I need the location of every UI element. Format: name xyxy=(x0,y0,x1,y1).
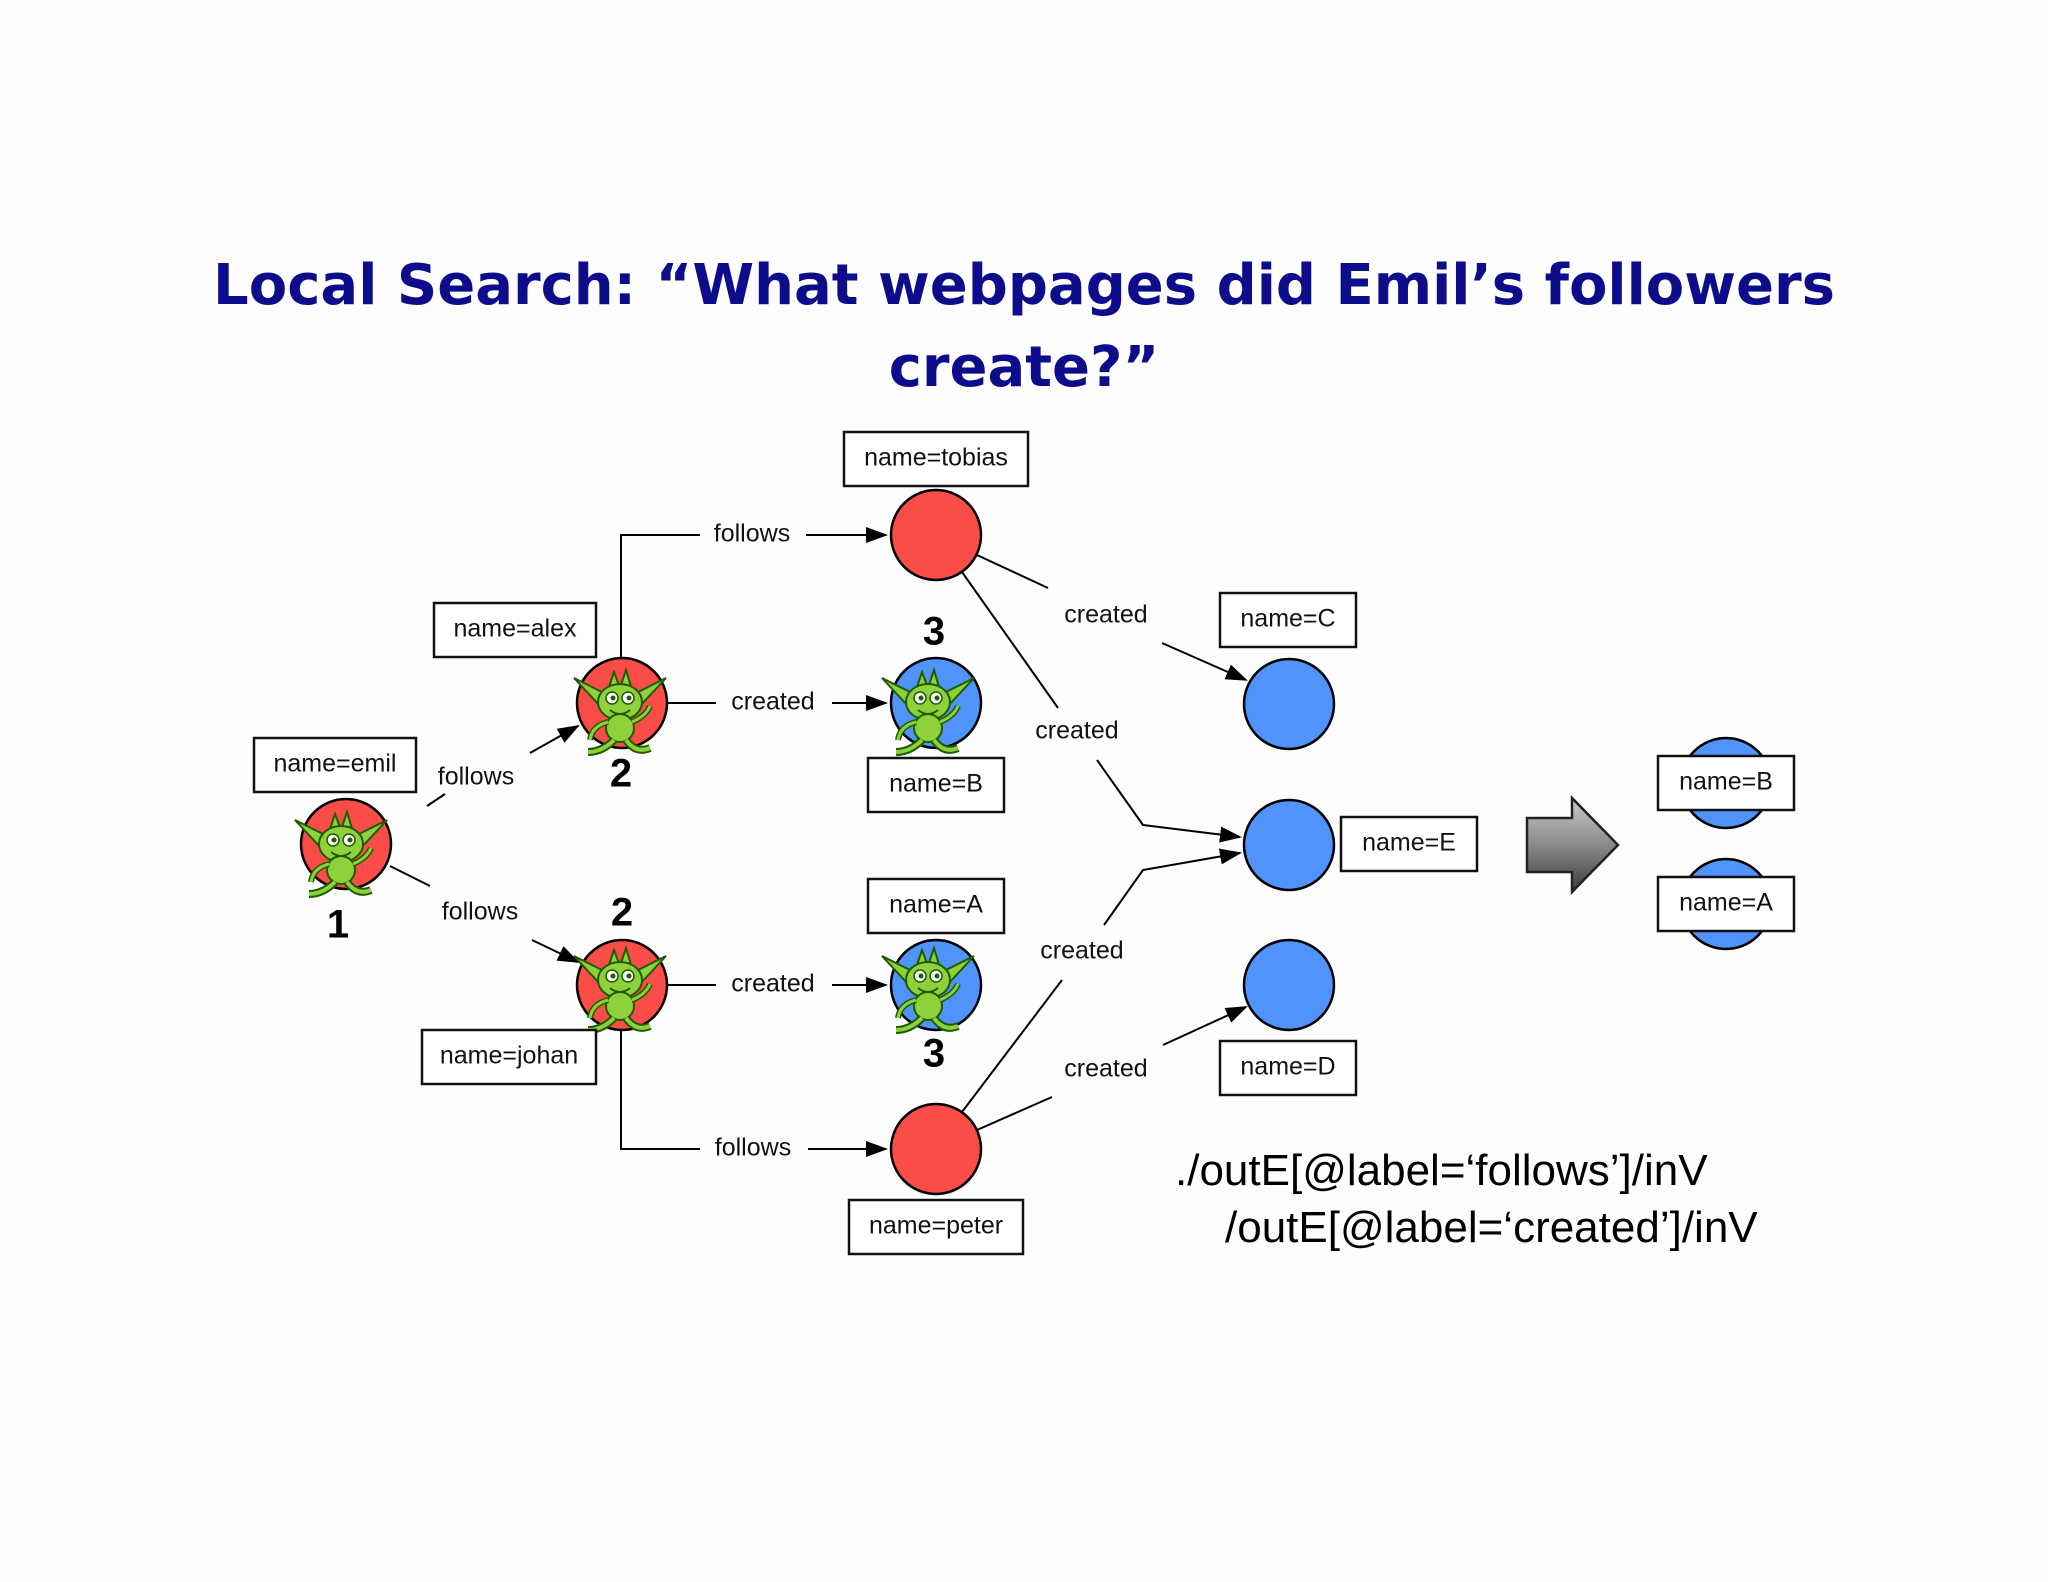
node-D xyxy=(1242,938,1336,1032)
title-line-1: Local Search: “What webpages did Emil’s … xyxy=(213,253,1835,318)
step-number-johan: 2 xyxy=(611,891,633,935)
edge-peter-D-tail xyxy=(976,1096,1053,1131)
edge-peter-E-tail xyxy=(961,979,1063,1113)
edge-johan-peter-tail xyxy=(620,1030,700,1150)
label-box-peter: name=peter xyxy=(847,1198,1025,1256)
result-node-A: name=A xyxy=(1656,857,1796,951)
result-arrow-icon xyxy=(1525,794,1620,896)
node-A xyxy=(882,938,983,1030)
svg-text:name=alex: name=alex xyxy=(454,615,577,643)
result-node-B: name=B xyxy=(1656,736,1796,830)
label-box-tobias: name=tobias xyxy=(842,430,1030,488)
query-line-2: /outE[@label=‘created’]/inV xyxy=(1225,1203,1758,1252)
svg-text:name=peter: name=peter xyxy=(869,1212,1003,1240)
node-alex xyxy=(574,656,667,752)
label-box-johan: name=johan xyxy=(420,1028,598,1086)
step-number-A: 3 xyxy=(923,1032,945,1076)
edge-label-alex-B: created xyxy=(731,688,814,716)
node-johan xyxy=(574,938,667,1030)
edge-tobias-C-arrow xyxy=(1161,642,1248,681)
label-box-C: name=C xyxy=(1218,591,1358,649)
svg-text:name=D: name=D xyxy=(1240,1053,1335,1081)
title-line-2: create?” xyxy=(888,335,1160,400)
label-box-D: name=D xyxy=(1218,1039,1358,1097)
edge-label-emil-alex: follows xyxy=(438,763,514,791)
step-number-emil: 1 xyxy=(327,903,349,947)
edge-label-tobias-C: created xyxy=(1064,601,1147,629)
svg-text:name=A: name=A xyxy=(1679,889,1773,917)
step-number-alex: 2 xyxy=(610,752,632,796)
edge-tobias-E-tail xyxy=(961,571,1059,709)
node-B xyxy=(882,656,983,752)
edge-label-johan-A: created xyxy=(731,970,814,998)
edge-tobias-E-arrow xyxy=(1096,759,1242,843)
node-E xyxy=(1242,798,1336,892)
edge-label-peter-D: created xyxy=(1064,1055,1147,1083)
edge-alex-tobias-tail xyxy=(620,534,700,665)
edge-emil-johan-arrow xyxy=(531,939,580,963)
step-number-B: 3 xyxy=(923,610,945,654)
edge-label-emil-johan: follows xyxy=(442,898,518,926)
edge-label-tobias-E: created xyxy=(1035,717,1118,745)
node-C xyxy=(1242,657,1336,751)
edge-label-alex-tobias: follows xyxy=(714,520,790,548)
edge-tobias-C-tail xyxy=(976,554,1049,589)
edge-label-peter-E: created xyxy=(1040,937,1123,965)
label-box-emil: name=emil xyxy=(252,736,418,794)
edge-emil-johan-tail xyxy=(389,865,431,887)
edge-peter-E-arrow xyxy=(1103,848,1242,926)
svg-text:name=johan: name=johan xyxy=(440,1042,578,1070)
label-box-E: name=E xyxy=(1339,815,1479,873)
edge-emil-alex-arrow xyxy=(529,725,580,754)
node-tobias xyxy=(889,488,983,582)
label-box-A: name=A xyxy=(866,877,1006,935)
slide-title: Local Search: “What webpages did Emil’s … xyxy=(0,245,2048,409)
query-line-1: ./outE[@label=‘follows’]/inV xyxy=(1175,1146,1708,1195)
node-emil xyxy=(295,797,393,894)
svg-text:name=B: name=B xyxy=(889,770,983,798)
svg-text:name=A: name=A xyxy=(889,891,983,919)
svg-text:name=emil: name=emil xyxy=(274,750,397,778)
svg-text:name=B: name=B xyxy=(1679,768,1773,796)
svg-text:name=C: name=C xyxy=(1240,605,1335,633)
node-peter xyxy=(889,1102,983,1196)
label-box-alex: name=alex xyxy=(432,601,598,659)
edge-peter-D-arrow xyxy=(1162,1006,1248,1046)
label-box-B: name=B xyxy=(866,756,1006,814)
svg-text:name=E: name=E xyxy=(1362,829,1456,857)
edge-label-johan-peter: follows xyxy=(715,1134,791,1162)
svg-text:name=tobias: name=tobias xyxy=(864,444,1008,472)
edge-emil-alex-tail xyxy=(426,793,446,807)
